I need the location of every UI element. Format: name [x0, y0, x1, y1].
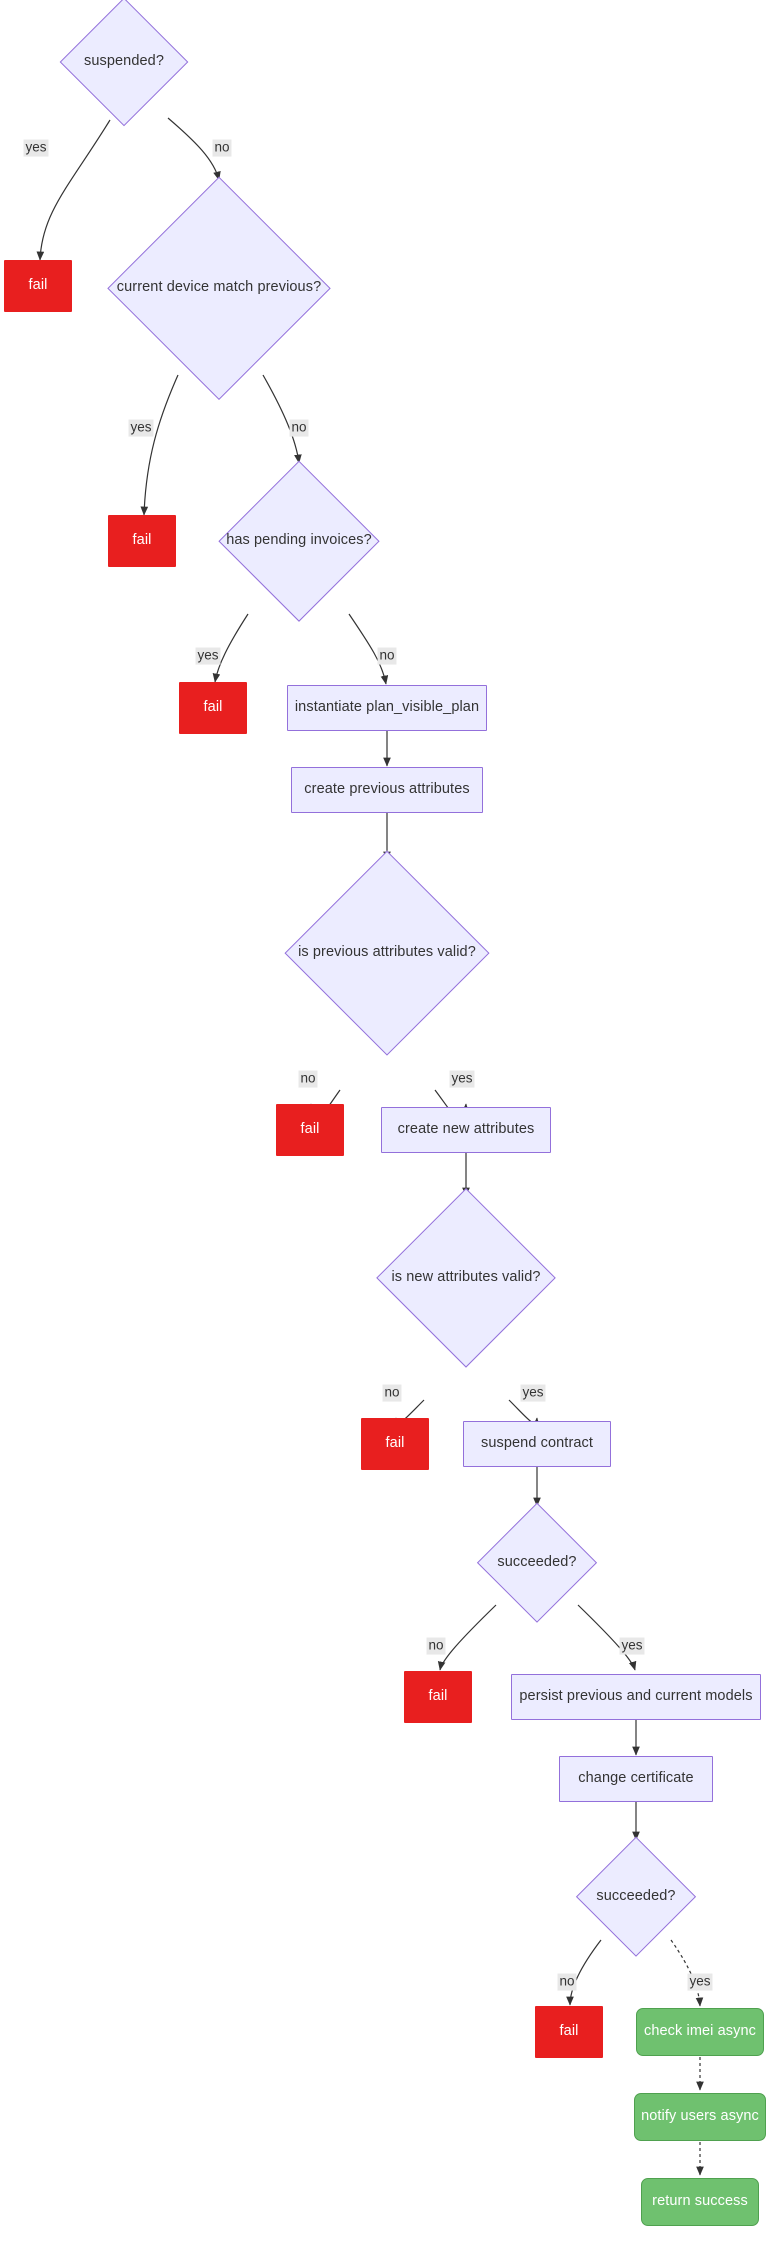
node-instantiate[interactable]: instantiate plan_visible_plan: [287, 685, 487, 731]
node-notify_users[interactable]: notify users async: [634, 2093, 766, 2141]
edge-label-new_valid-no: no: [382, 1384, 402, 1402]
node-label-create_new: create new attributes: [397, 1121, 535, 1138]
edge-label-prev_valid-yes: yes: [449, 1070, 475, 1088]
node-label-new_valid: is new attributes valid?: [391, 1269, 541, 1286]
node-label-fail4: fail: [300, 1121, 320, 1138]
node-fail3[interactable]: fail: [179, 682, 247, 734]
node-return_success[interactable]: return success: [641, 2178, 759, 2226]
node-label-succeeded2: succeeded?: [596, 1888, 676, 1905]
edge-label-device_match-yes: yes: [128, 419, 154, 437]
node-succeeded1[interactable]: succeeded?: [475, 1502, 599, 1624]
node-new_valid[interactable]: is new attributes valid?: [370, 1188, 562, 1368]
node-fail1[interactable]: fail: [4, 260, 72, 312]
node-fail6[interactable]: fail: [404, 1671, 472, 1723]
node-label-pending_invoices: has pending invoices?: [226, 532, 372, 549]
node-label-persist: persist previous and current models: [519, 1688, 753, 1705]
node-change_cert[interactable]: change certificate: [559, 1756, 713, 1802]
node-persist[interactable]: persist previous and current models: [511, 1674, 761, 1720]
edge-label-suspended-no: no: [212, 139, 232, 157]
node-prev_valid[interactable]: is previous attributes valid?: [277, 850, 497, 1056]
edge-label-new_valid-yes: yes: [520, 1384, 546, 1402]
edge-label-pending_invoices-no: no: [377, 647, 397, 665]
edge-label-device_match-no: no: [289, 419, 309, 437]
node-label-return_success: return success: [652, 2193, 748, 2210]
node-device_match[interactable]: current device match previous?: [99, 176, 339, 400]
node-label-succeeded1: succeeded?: [497, 1554, 577, 1571]
node-label-instantiate: instantiate plan_visible_plan: [294, 699, 480, 716]
node-succeeded2[interactable]: succeeded?: [574, 1836, 698, 1958]
edge-label-succeeded1-yes: yes: [619, 1637, 645, 1655]
node-label-check_imei: check imei async: [644, 2023, 756, 2040]
node-label-prev_valid: is previous attributes valid?: [298, 944, 476, 961]
node-create_prev[interactable]: create previous attributes: [291, 767, 483, 813]
node-fail2[interactable]: fail: [108, 515, 176, 567]
node-suspended[interactable]: suspended?: [58, 0, 190, 127]
node-label-fail6: fail: [428, 1688, 448, 1705]
node-fail5[interactable]: fail: [361, 1418, 429, 1470]
node-check_imei[interactable]: check imei async: [636, 2008, 764, 2056]
node-fail7[interactable]: fail: [535, 2006, 603, 2058]
node-label-fail2: fail: [132, 532, 152, 549]
edge-label-prev_valid-no: no: [298, 1070, 318, 1088]
node-suspend[interactable]: suspend contract: [463, 1421, 611, 1467]
node-pending_invoices[interactable]: has pending invoices?: [215, 460, 383, 622]
node-label-fail5: fail: [385, 1435, 405, 1452]
node-fail4[interactable]: fail: [276, 1104, 344, 1156]
edge-label-succeeded2-yes: yes: [687, 1973, 713, 1991]
node-label-notify_users: notify users async: [641, 2108, 759, 2125]
edge-label-succeeded2-no: no: [557, 1973, 577, 1991]
node-label-fail7: fail: [559, 2023, 579, 2040]
node-label-fail3: fail: [203, 699, 223, 716]
edge-label-succeeded1-no: no: [426, 1637, 446, 1655]
node-create_new[interactable]: create new attributes: [381, 1107, 551, 1153]
node-label-change_cert: change certificate: [578, 1770, 694, 1787]
edge-label-pending_invoices-yes: yes: [195, 647, 221, 665]
node-label-suspend: suspend contract: [480, 1435, 594, 1452]
node-label-device_match: current device match previous?: [116, 279, 322, 296]
node-label-create_prev: create previous attributes: [304, 781, 470, 798]
edge-label-suspended-yes: yes: [23, 139, 49, 157]
node-label-suspended: suspended?: [83, 53, 164, 70]
node-label-fail1: fail: [28, 277, 48, 294]
